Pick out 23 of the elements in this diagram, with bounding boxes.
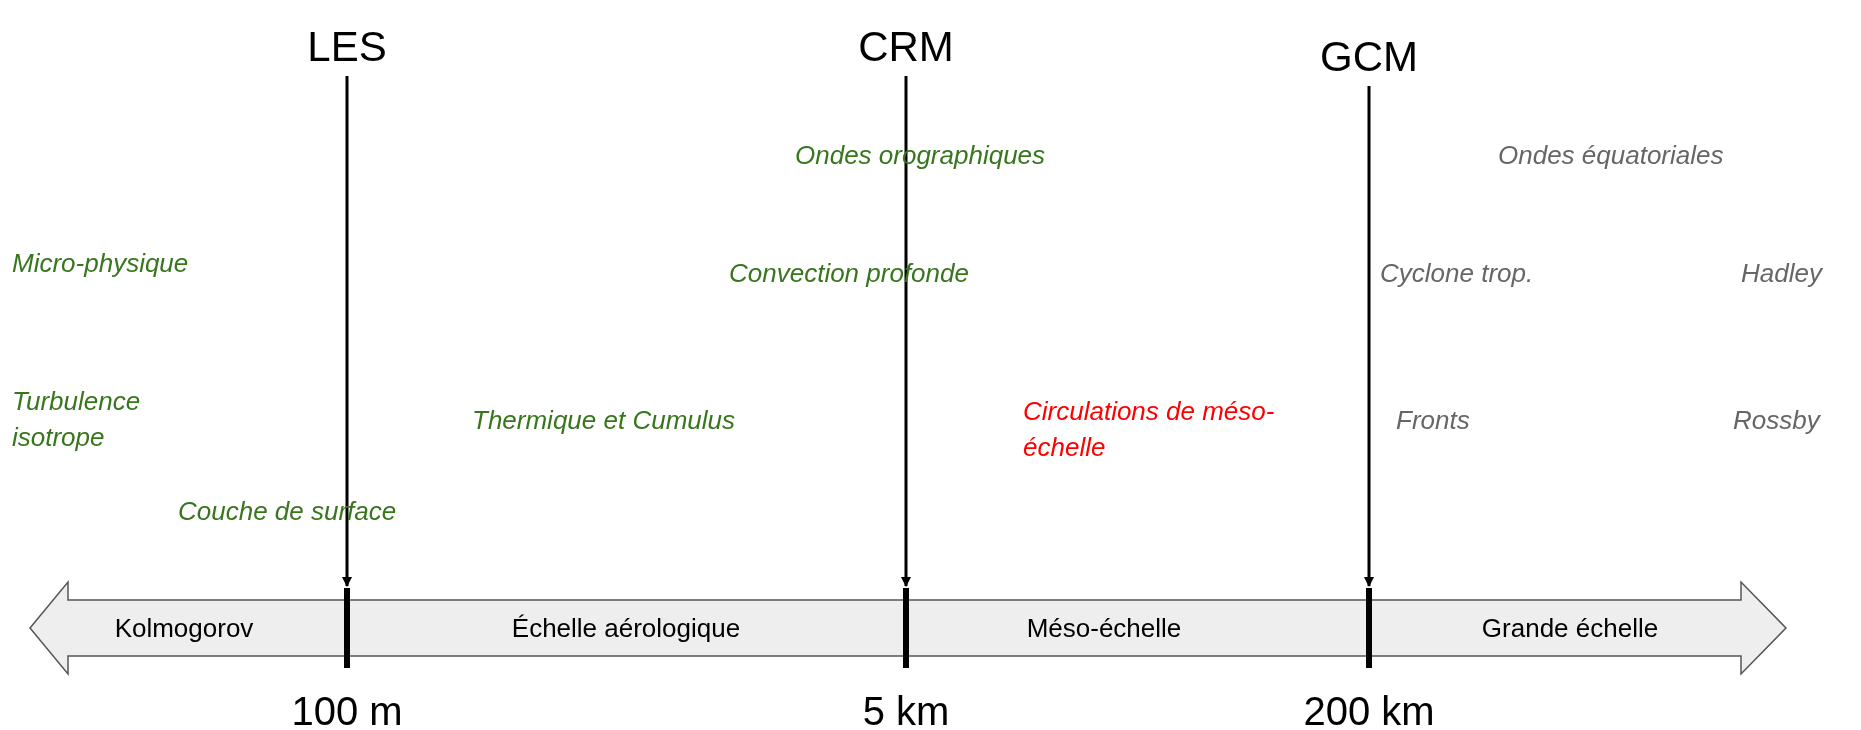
arrow	[342, 76, 352, 587]
phenomenon-label: Rossby	[1733, 404, 1822, 437]
phenomenon-label: Circulations de méso-échelle	[1023, 395, 1276, 464]
scale-value-label: 200 km	[1302, 690, 1436, 730]
scale-value-label: 100 m	[290, 690, 404, 730]
phenomenon-label: Cyclone trop.	[1380, 257, 1535, 290]
arrow	[1364, 86, 1374, 587]
scale-range-label: Kolmogorov	[113, 612, 255, 644]
double-arrow-band	[29, 579, 1788, 677]
phenomenon-label: Turbulence isotrope	[12, 385, 142, 454]
arrow	[901, 76, 911, 587]
scale-label: GCM	[1309, 36, 1429, 78]
phenomenon-label: Fronts	[1396, 404, 1471, 437]
phenomenon-label: Hadley	[1741, 257, 1824, 290]
scale-value-label: 5 km	[861, 690, 951, 730]
phenomenon-label: Micro-physique	[12, 247, 190, 280]
scale-label: CRM	[846, 26, 966, 68]
scale-range-label: Grande échelle	[1480, 612, 1660, 644]
scale-label: LES	[287, 26, 407, 68]
scale-range-label: Échelle aérologique	[510, 612, 742, 644]
scale-range-label: Méso-échelle	[1025, 612, 1183, 644]
phenomenon-label: Ondes équatoriales	[1498, 139, 1725, 172]
phenomenon-label: Thermique et Cumulus	[472, 404, 736, 437]
